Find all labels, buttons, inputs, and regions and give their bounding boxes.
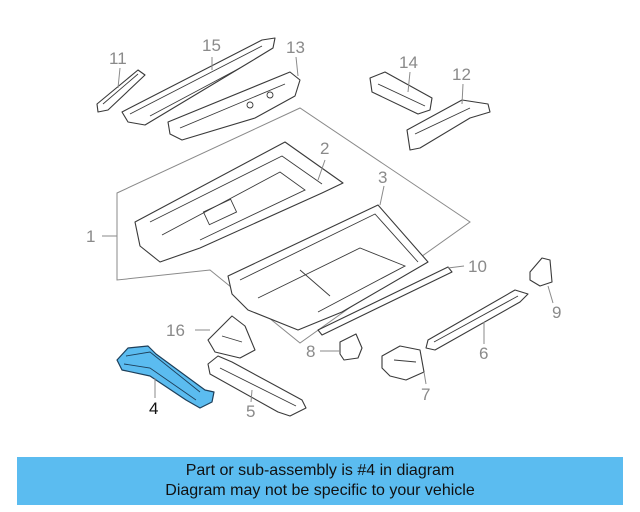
callout-3: 3 [378,168,387,187]
part-14[interactable] [369,71,433,115]
part-2[interactable] [134,141,344,263]
part-10[interactable] [317,266,453,336]
part-6[interactable] [425,289,529,351]
callout-5: 5 [246,402,255,421]
part-13[interactable] [167,71,301,141]
callout-7: 7 [421,385,430,404]
callout-6: 6 [479,344,488,363]
part-9[interactable] [529,257,553,287]
banner-line-part-number: Part or sub-assembly is #4 in diagram [185,462,455,479]
callout-10: 10 [468,257,487,276]
disclaimer-banner: Part or sub-assembly is #4 in diagram Di… [17,457,623,505]
callout-12: 12 [452,65,471,84]
part-15[interactable] [121,37,276,126]
banner-line-disclaimer: Diagram may not be specific to your vehi… [165,482,475,499]
part-4-crossmember[interactable] [116,345,215,409]
part-8[interactable] [339,333,363,361]
callout-8: 8 [306,342,315,361]
callout-13: 13 [286,38,305,57]
callout-16: 16 [166,321,185,340]
callout-1: 1 [86,227,95,246]
parts-diagram: 1 2 3 4 5 6 7 8 9 10 11 12 13 14 15 16 [86,36,561,421]
part-16[interactable] [207,315,256,359]
part-5[interactable] [207,355,307,417]
callout-15: 15 [202,36,221,55]
leader-lines [102,56,554,403]
part-12[interactable] [406,99,491,151]
part-3[interactable] [227,204,429,331]
callout-4: 4 [149,399,158,418]
callout-9: 9 [552,303,561,322]
part-7[interactable] [381,345,425,381]
callout-14: 14 [399,53,418,72]
assembly-1-frame [116,107,471,344]
callout-11: 11 [109,49,127,68]
callout-2: 2 [320,139,329,158]
part-11[interactable] [96,69,146,113]
